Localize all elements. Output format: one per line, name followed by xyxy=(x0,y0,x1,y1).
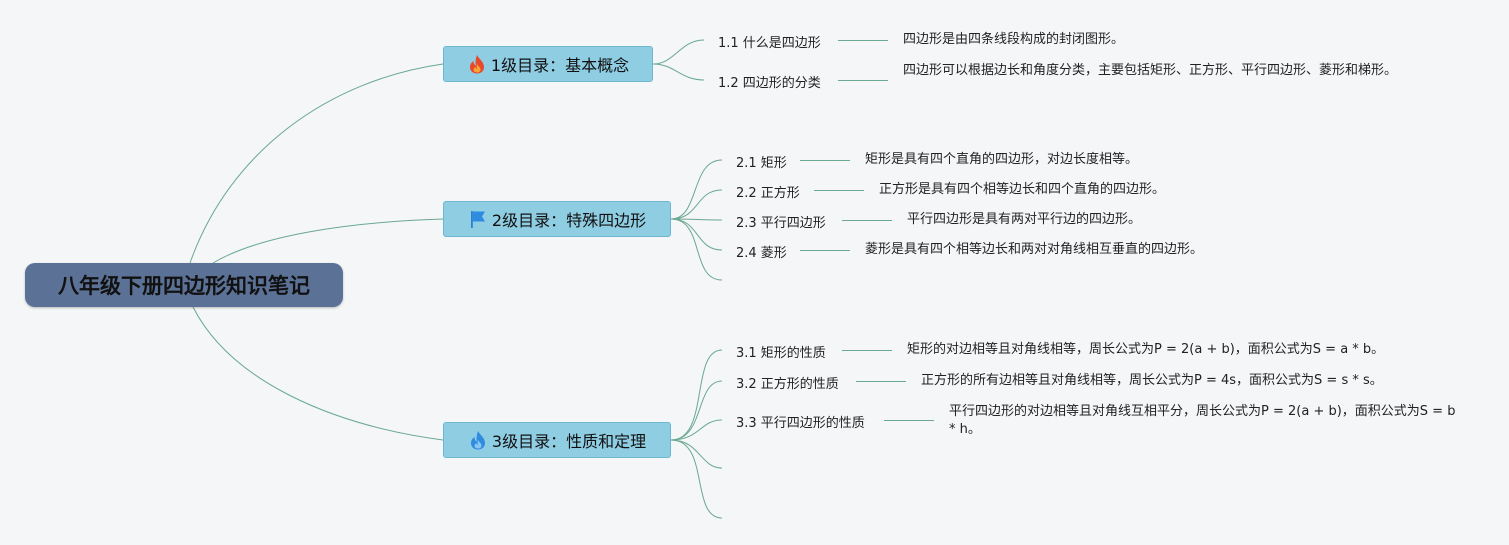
topic-3-2[interactable]: 3.2 正方形的性质 xyxy=(736,377,839,392)
topic-3-1[interactable]: 3.1 矩形的性质 xyxy=(736,346,826,361)
note-2-2: 正方形是具有四个相等边长和四个直角的四边形。 xyxy=(879,182,1166,197)
b3-t5-connector xyxy=(670,439,723,519)
root-branch1-connector xyxy=(189,63,444,264)
branch-basic-concepts[interactable]: 1级目录：基本概念 xyxy=(443,46,653,82)
branch-properties-theorems[interactable]: 3级目录：性质和定理 xyxy=(443,422,671,458)
branch-label: 2级目录：特殊四边形 xyxy=(491,211,647,230)
note-3-3: 平行四边形的对边相等且对角线互相平分，周长公式为P = 2(a + b)，面积公… xyxy=(949,404,1456,437)
topic-note-connector xyxy=(842,220,892,221)
root-title: 八年级下册四边形知识笔记 xyxy=(58,274,310,298)
b2-t2-connector xyxy=(670,189,723,220)
note-1-1: 四边形是由四条线段构成的封闭图形。 xyxy=(903,32,1125,47)
b2-t5-connector xyxy=(670,218,723,281)
note-1-2: 四边形可以根据边长和角度分类，主要包括矩形、正方形、平行四边形、菱形和梯形。 xyxy=(903,63,1398,78)
topic-2-4[interactable]: 2.4 菱形 xyxy=(736,246,787,261)
branch-label: 1级目录：基本概念 xyxy=(490,56,630,75)
b2-t1-connector xyxy=(670,159,723,220)
root-branch2-connector xyxy=(212,218,444,264)
topic-note-connector xyxy=(800,250,850,251)
note-2-1: 矩形是具有四个直角的四边形，对边长度相等。 xyxy=(865,152,1139,167)
water-drop-icon xyxy=(468,429,488,451)
note-3-2: 正方形的所有边相等且对角线相等，周长公式为P = 4s，面积公式为S = s *… xyxy=(921,373,1383,388)
topic-2-1[interactable]: 2.1 矩形 xyxy=(736,156,787,171)
topic-2-3[interactable]: 2.3 平行四边形 xyxy=(736,216,826,231)
topic-note-connector xyxy=(856,381,906,382)
topic-note-connector xyxy=(814,190,864,191)
note-2-3: 平行四边形是具有两对平行边的四边形。 xyxy=(907,212,1142,227)
note-2-4: 菱形是具有四个相等边长和两对对角线相互垂直的四边形。 xyxy=(865,242,1204,257)
b3-t1-connector xyxy=(670,349,723,441)
b3-t3-connector xyxy=(670,419,723,441)
topic-note-connector xyxy=(842,350,892,351)
b1-t2-connector xyxy=(652,63,705,81)
topic-1-2[interactable]: 1.2 四边形的分类 xyxy=(718,76,821,91)
note-3-1: 矩形的对边相等且对角线相等，周长公式为P = 2(a + b)，面积公式为S =… xyxy=(907,342,1385,357)
root-node[interactable]: 八年级下册四边形知识笔记 xyxy=(25,263,343,307)
topic-note-connector xyxy=(838,80,888,81)
branch-label: 3级目录：性质和定理 xyxy=(491,432,647,451)
b3-t2-connector xyxy=(670,380,723,441)
root-branch3-connector xyxy=(192,306,444,441)
flag-icon xyxy=(468,208,488,230)
b2-t4-connector xyxy=(670,218,723,251)
topic-note-connector xyxy=(838,40,888,41)
b1-t1-connector xyxy=(652,39,705,65)
topic-1-1[interactable]: 1.1 什么是四边形 xyxy=(718,36,821,51)
topic-note-connector xyxy=(800,160,850,161)
b3-t4-connector xyxy=(670,439,723,469)
topic-2-2[interactable]: 2.2 正方形 xyxy=(736,186,800,201)
topic-3-3[interactable]: 3.3 平行四边形的性质 xyxy=(736,416,865,431)
fire-icon xyxy=(467,53,487,75)
topic-note-connector xyxy=(884,420,934,421)
branch-special-quadrilaterals[interactable]: 2级目录：特殊四边形 xyxy=(443,201,671,237)
